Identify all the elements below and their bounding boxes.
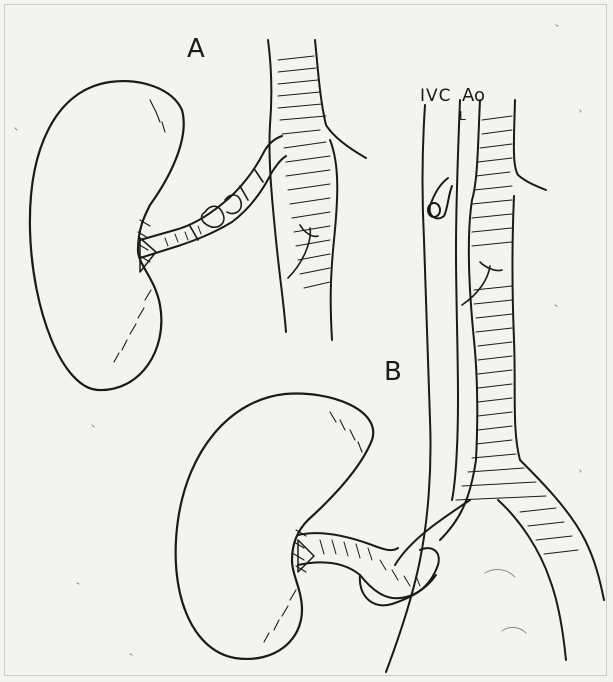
ivc-label: IVC [420,88,452,105]
aorta-label: Ao [462,87,485,105]
panel-a-label: A [187,36,205,62]
panel-b-label: B [384,359,402,385]
small-mark-label: L [459,110,466,122]
panel-b-kidney [176,393,374,658]
panel-a-aorta [268,40,366,340]
aorta-vessel [395,100,604,660]
panel-a-renal-graft [140,136,286,272]
panel-a-kidney [30,81,184,390]
